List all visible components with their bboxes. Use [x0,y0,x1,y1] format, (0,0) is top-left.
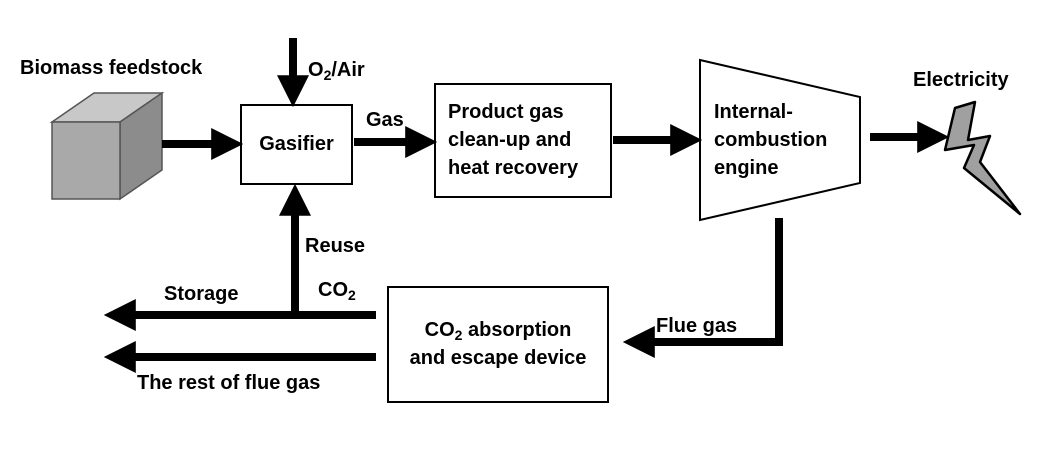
cube-icon [49,91,165,201]
product-gas-label: Product gas clean-up and heat recovery [448,98,578,182]
gasifier-box [240,104,353,185]
co2-label: CO2 [318,279,356,303]
co2-absorption-line-2: and escape device [409,347,587,369]
arrow-flue-gas-to-absorption [622,218,783,358]
o2-air-label: O2/Air [308,59,365,83]
biomass-feedstock-label: Biomass feedstock [20,57,203,79]
product-gas-box [434,83,612,198]
electricity-label: Electricity [913,69,1009,91]
flue-gas-label: Flue gas [656,315,738,337]
co2-absorption-line-1: CO2 absorption [424,319,572,343]
engine-line-2: combustion [714,129,828,151]
rest-of-flue-gas-label: The rest of flue gas [137,372,321,394]
storage-label: Storage [164,283,239,305]
engine-label: Internal- combustion engine [714,98,827,182]
product-gas-line-2: clean-up and [448,129,572,151]
product-gas-line-1: Product gas [448,101,564,123]
co2-absorption-label: CO2 absorption and escape device [388,316,608,372]
engine-line-3: engine [714,157,779,179]
gasifier-label: Gasifier [259,133,334,155]
gas-label: Gas [366,109,404,131]
co2-absorption-box [387,286,609,403]
lightning-bolt-icon [943,100,1022,216]
engine-line-1: Internal- [714,101,793,123]
reuse-label: Reuse [305,235,366,257]
engine-box [699,58,861,222]
product-gas-line-3: heat recovery [448,157,579,179]
